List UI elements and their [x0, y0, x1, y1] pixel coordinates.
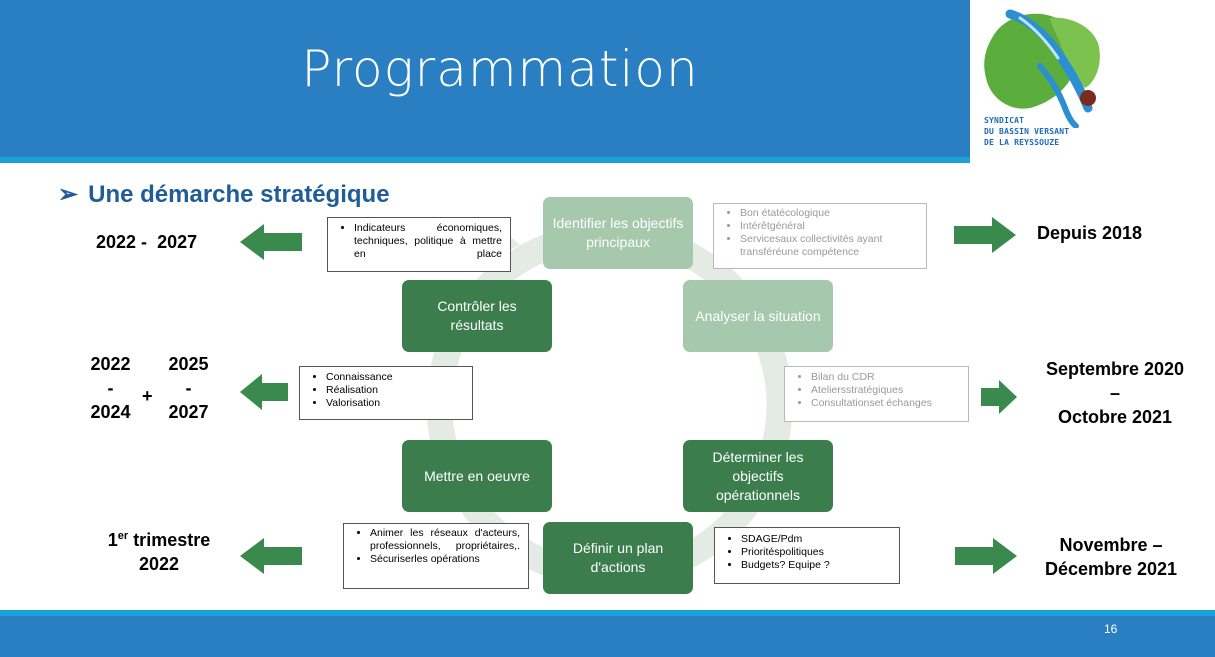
syndicat-logo: SYNDICAT DU BASSIN VERSANT DE LA REYSSOU…	[980, 8, 1110, 160]
label-period-implement-b: 2025 - 2027	[166, 352, 211, 424]
note-item: Animer les réseaux d'acteurs, profession…	[370, 527, 520, 553]
note-item: Réalisation	[326, 384, 464, 397]
cycle-step-label: Déterminer les objectifs opérationnels	[712, 448, 804, 503]
note-determine: SDAGE/Pdm Prioritéspolitiques Budgets? E…	[714, 527, 900, 584]
label-line: –	[1109, 383, 1120, 403]
note-item: Intérêtgénéral	[740, 220, 918, 233]
label-line: Septembre 2020	[1045, 359, 1185, 379]
label-line: Octobre 2021	[1057, 407, 1173, 427]
label-line: 2027	[168, 402, 209, 422]
cycle-step-implement: Mettre en oeuvre	[402, 440, 552, 512]
header-banner	[0, 0, 970, 157]
arrow-bullet-icon: ➢	[58, 181, 79, 208]
note-item: Consultationset échanges	[811, 397, 960, 410]
label-period-implement-a: 2022 - 2024	[88, 352, 133, 424]
label-year-end: 2027	[157, 232, 198, 252]
header-stripe	[0, 157, 970, 163]
note-item: Ateliersstratégiques	[811, 384, 960, 397]
cycle-step-label: Identifier les objectifs principaux	[552, 215, 684, 250]
cycle-step-control: Contrôler les résultats	[402, 280, 552, 352]
note-analyze: Bilan du CDR Ateliersstratégiques Consul…	[784, 366, 969, 422]
label-superscript: er	[117, 530, 129, 542]
label-line: -	[107, 378, 114, 398]
note-item: Valorisation	[326, 397, 464, 410]
left-arrow-icon	[240, 538, 302, 574]
cycle-step-determine: Déterminer les objectifs opérationnels	[683, 440, 833, 512]
label-line: 2022	[138, 554, 180, 574]
cycle-step-analyze: Analyser la situation	[683, 280, 833, 352]
cycle-step-identify: Identifier les objectifs principaux	[543, 197, 693, 269]
note-item: Connaissance	[326, 371, 464, 384]
note-identify: Bon étatécologique Intérêtgénéral Servic…	[713, 203, 927, 269]
note-item: Bilan du CDR	[811, 371, 960, 384]
label-year-start: 2022 -	[96, 232, 148, 252]
label-period-plan: Novembre – Décembre 2021	[1036, 533, 1186, 581]
logo-text-line2: DU BASSIN VERSANT	[984, 127, 1070, 136]
label-line: 2022	[90, 354, 131, 374]
note-item: Bon étatécologique	[740, 207, 918, 220]
label-depuis-2018: Depuis 2018	[1037, 223, 1143, 243]
label-line: Décembre 2021	[1044, 559, 1178, 579]
right-arrow-icon	[954, 217, 1016, 253]
right-arrow-icon	[981, 380, 1017, 414]
section-heading-text: Une démarche stratégique	[88, 181, 390, 208]
note-item: SDAGE/Pdm	[741, 533, 891, 546]
label-line: 1er trimestre	[96, 524, 222, 552]
logo-text-line3: DE LA REYSSOUZE	[984, 138, 1060, 147]
note-control: Indicateurs économiques, techniques, pol…	[327, 217, 511, 272]
label-text: 1	[107, 530, 118, 550]
note-item: Budgets? Equipe ?	[741, 559, 891, 572]
label-line: 2024	[90, 402, 131, 422]
right-arrow-icon	[955, 538, 1017, 574]
cycle-step-label: Mettre en oeuvre	[424, 467, 530, 484]
label-period-control: 2022 - 2027	[96, 230, 197, 254]
left-arrow-icon	[240, 224, 302, 260]
section-heading: ➢ Une démarche stratégique	[58, 180, 390, 209]
footer-stripe	[0, 610, 1215, 616]
note-item: Sécuriserles opérations	[370, 553, 520, 566]
label-line: 2025	[168, 354, 209, 374]
label-text: trimestre	[128, 530, 211, 550]
footer-banner	[0, 616, 1215, 657]
label-line: -	[185, 378, 192, 398]
left-arrow-icon	[240, 374, 288, 410]
cycle-step-label: Définir un plan d'actions	[572, 540, 664, 575]
label-period-analysis: Septembre 2020 – Octobre 2021	[1035, 357, 1195, 429]
logo-text-line1: SYNDICAT	[984, 116, 1025, 125]
cycle-step-label: Contrôler les résultats	[437, 298, 517, 333]
note-item: Servicesaux collectivités ayant transfér…	[740, 233, 918, 259]
label-line: Novembre –	[1059, 535, 1163, 555]
note-item: Prioritéspolitiques	[741, 546, 891, 559]
label-plus: +	[142, 386, 153, 406]
label-period-define: 1er trimestre 2022	[96, 524, 222, 576]
note-implement: Connaissance Réalisation Valorisation	[299, 366, 473, 420]
note-item: Indicateurs économiques, techniques, pol…	[354, 222, 502, 261]
page-title: Programmation	[301, 40, 699, 98]
page-number: 16	[1104, 622, 1118, 636]
cycle-step-label: Analyser la situation	[695, 307, 821, 324]
logo-graphic	[984, 9, 1100, 129]
note-define: Animer les réseaux d'acteurs, profession…	[343, 523, 529, 589]
cycle-step-define: Définir un plan d'actions	[543, 522, 693, 594]
